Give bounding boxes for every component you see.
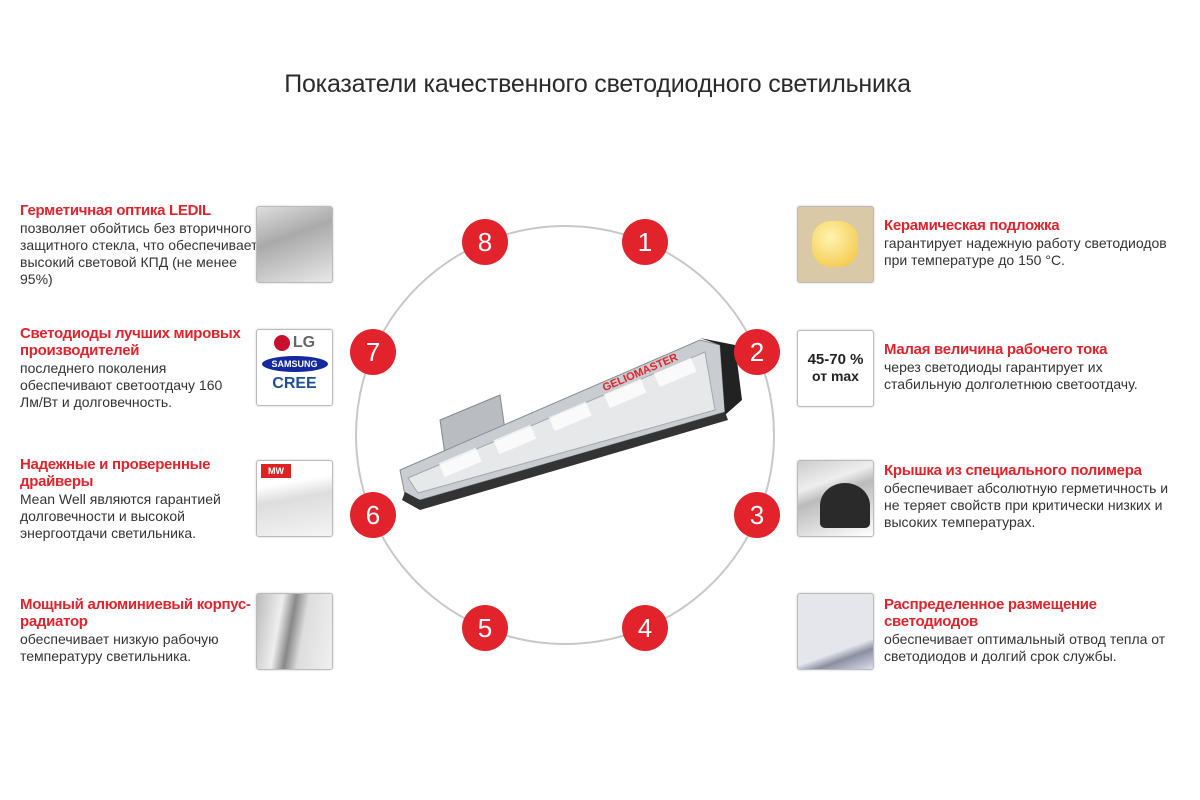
feature-optics: Герметичная оптика LEDIL позволяет обойт… xyxy=(20,202,260,288)
marker-3: 3 xyxy=(734,492,780,538)
feature-heading: Распределенное размещение светодиодов xyxy=(884,596,1097,630)
feature-heading: Керамическая подложка xyxy=(884,217,1060,234)
feature-body: через светодиоды гарантирует их стабильн… xyxy=(884,359,1138,392)
ceramic-led-image xyxy=(797,206,874,283)
marker-5: 5 xyxy=(462,605,508,651)
feature-cap: Крышка из специального полимера обеспечи… xyxy=(884,462,1184,531)
feature-body: последнего поколения обеспечивают светоо… xyxy=(20,360,223,410)
feature-heading: Малая величина рабочего тока xyxy=(884,341,1108,358)
feature-heading: Мощный алюминиевый корпус-радиатор xyxy=(20,596,251,630)
feature-heading: Надежные и проверенные драйверы xyxy=(20,456,211,490)
lg-logo: LG xyxy=(257,334,332,352)
optics-image xyxy=(256,206,333,283)
marker-8: 8 xyxy=(462,219,508,265)
feature-heading: Крышка из специального полимера xyxy=(884,462,1142,479)
feature-housing: Мощный алюминиевый корпус-радиатор обесп… xyxy=(20,596,260,665)
marker-2: 2 xyxy=(734,329,780,375)
feature-heading: Светодиоды лучших мировых производителей xyxy=(20,325,241,359)
meanwell-logo: MW xyxy=(261,464,291,478)
marker-6: 6 xyxy=(350,492,396,538)
page-title: Показатели качественного светодиодного с… xyxy=(284,70,911,98)
samsung-logo: SAMSUNG xyxy=(261,356,328,372)
radiator-image xyxy=(256,593,333,670)
feature-distribution: Распределенное размещение светодиодов об… xyxy=(884,596,1184,665)
led-layout-image xyxy=(797,593,874,670)
feature-ceramic: Керамическая подложка гарантирует надежн… xyxy=(884,217,1184,269)
feature-body: позволяет обойтись без вторичного защитн… xyxy=(20,220,258,287)
cree-logo: CREE xyxy=(272,375,317,392)
feature-body: гарантирует надежную работу светодиодов … xyxy=(884,235,1167,268)
feature-current: Малая величина рабочего тока через свето… xyxy=(884,341,1184,393)
feature-heading: Герметичная оптика LEDIL xyxy=(20,202,211,219)
street-lamp-image: GELIOMASTER xyxy=(399,338,742,510)
feature-body: обеспечивает низкую рабочую температуру … xyxy=(20,631,219,664)
led-brands-logos: LG SAMSUNG CREE xyxy=(256,329,333,406)
marker-1: 1 xyxy=(622,219,668,265)
feature-body: обеспечивает оптимальный отвод тепла от … xyxy=(884,631,1166,664)
marker-4: 4 xyxy=(622,605,668,651)
driver-image: MW xyxy=(256,460,333,537)
feature-leds: Светодиоды лучших мировых производителей… xyxy=(20,325,245,411)
marker-7: 7 xyxy=(350,329,396,375)
feature-body: обеспечивает абсолютную герметичность и … xyxy=(884,480,1169,530)
feature-drivers: Надежные и проверенные драйверы Mean Wel… xyxy=(20,456,260,542)
feature-body: Mean Well являются гарантией долговечнос… xyxy=(20,491,221,541)
current-badge: 45-70 % от max xyxy=(797,330,874,407)
polymer-cap-image xyxy=(797,460,874,537)
